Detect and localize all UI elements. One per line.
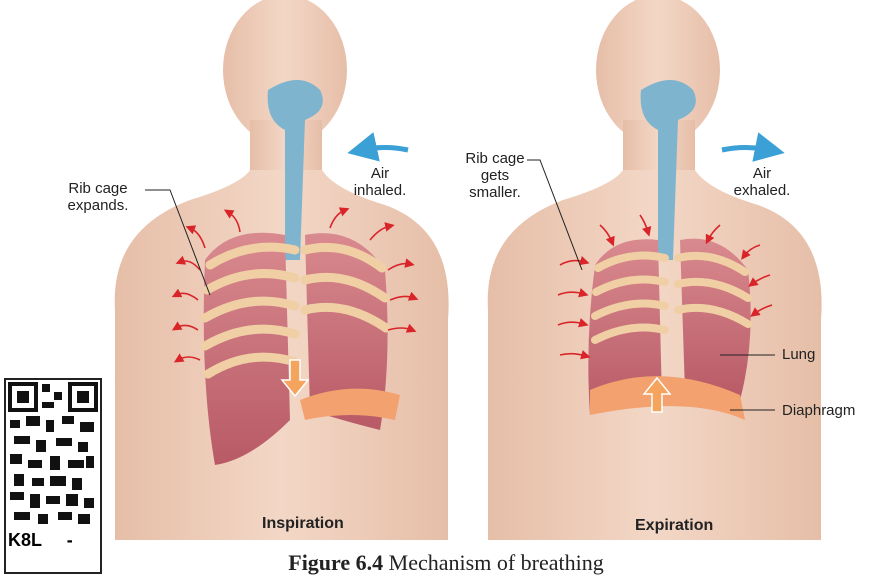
left-rib-label: Rib cage expands. <box>48 180 148 214</box>
figure-caption: Figure 6.4 Mechanism of breathing <box>0 550 892 576</box>
right-air-arrow <box>722 148 770 151</box>
left-lung-left <box>204 233 290 465</box>
left-air-arrow <box>362 148 408 151</box>
qr-code[interactable]: K8L - <box>4 378 102 574</box>
left-torso <box>115 0 449 540</box>
right-rib-label-line2: gets <box>445 167 545 184</box>
figure-number: Figure 6.4 <box>288 550 383 575</box>
left-rib-label-line1: Rib cage <box>48 180 148 197</box>
qr-code-dash: - <box>67 530 73 550</box>
qr-code-text: K8L <box>8 530 42 550</box>
lung-label: Lung <box>782 346 815 363</box>
right-rib-label: Rib cage gets smaller. <box>445 150 545 201</box>
right-rib-label-line3: smaller. <box>445 184 545 201</box>
right-torso <box>488 0 822 540</box>
expiration-title: Expiration <box>635 517 713 535</box>
right-air-label-line2: exhaled. <box>722 182 802 199</box>
left-rib-label-line2: expands. <box>48 197 148 214</box>
left-air-label-line2: inhaled. <box>340 182 420 199</box>
right-air-label-line1: Air <box>722 165 802 182</box>
right-air-label: Air exhaled. <box>722 165 802 199</box>
qr-pattern-icon <box>6 380 100 530</box>
left-air-label: Air inhaled. <box>340 165 420 199</box>
right-rib-label-line1: Rib cage <box>445 150 545 167</box>
left-air-label-line1: Air <box>340 165 420 182</box>
inspiration-title: Inspiration <box>262 515 344 533</box>
diaphragm-label: Diaphragm <box>782 402 855 419</box>
qr-code-label: K8L - <box>8 530 73 551</box>
figure-title: Mechanism of breathing <box>389 550 604 575</box>
